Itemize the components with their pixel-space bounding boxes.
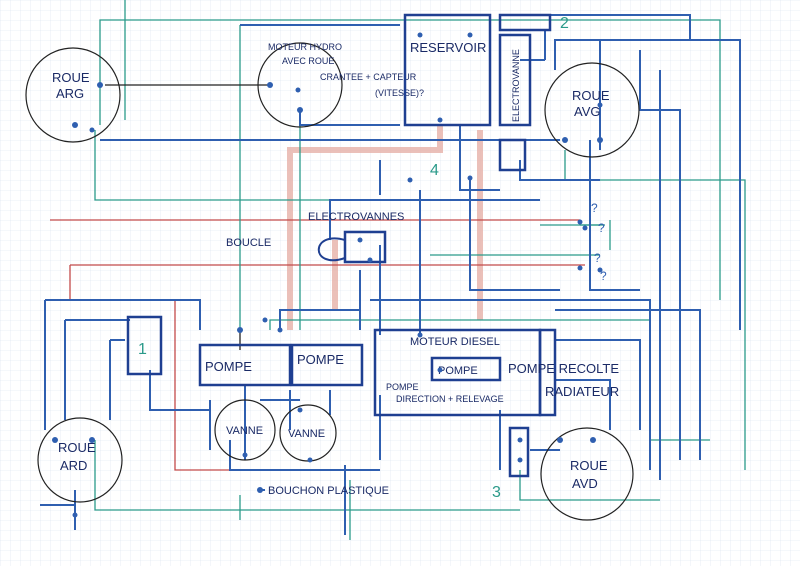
diesel-engine-label: MOTEUR DIESEL	[410, 336, 500, 348]
radiator-label: RADIATEUR	[545, 384, 619, 399]
wheel-front-right: ROUE AVD	[540, 427, 634, 521]
hydraulic-motor: MOTEUR HYDRO AVEC ROUE CRANTEE + CAPTEUR…	[257, 42, 424, 128]
wheel-rear-right-label-2: ARD	[60, 458, 87, 473]
steering-pump-label-2: DIRECTION + RELEVAGE	[396, 394, 504, 404]
wheel-rear-left-label-2: ARG	[56, 86, 84, 101]
hydraulic-motor-circle	[257, 42, 343, 128]
wheel-front-left: ROUE AVG	[544, 62, 640, 158]
valve-1: VANNE	[214, 399, 276, 461]
valve-1-circle	[214, 399, 276, 461]
question-mark-3: ?	[594, 251, 601, 265]
pump-1-box	[198, 343, 292, 387]
number-1: 1	[138, 341, 147, 358]
electrovannes-block: ELECTROVANNES BOUCLE	[226, 211, 404, 264]
wheel-front-left-label-1: ROUE	[572, 88, 610, 103]
wheel-rear-right-circle	[37, 417, 123, 503]
pump-1-label: POMPE	[205, 359, 252, 374]
valve-1-label: VANNE	[226, 425, 263, 437]
wheel-front-right-circle	[540, 427, 634, 521]
wheel-rear-left: ROUE ARG	[25, 47, 121, 143]
hydraulic-motor-label-1: MOTEUR HYDRO	[268, 42, 342, 52]
hydraulic-motor-label-3: CRANTEE + CAPTEUR	[320, 72, 417, 82]
valve-2-label: VANNE	[288, 428, 325, 440]
wheel-front-left-circle	[544, 62, 640, 158]
wheel-rear-right: ROUE ARD	[37, 417, 123, 503]
electrovannes-label: ELECTROVANNES	[308, 211, 404, 223]
loop-label: BOUCLE	[226, 237, 271, 249]
pump-1: POMPE	[198, 343, 292, 387]
number-3: 3	[492, 484, 501, 501]
small-valve-box	[498, 138, 527, 172]
wheel-front-right-label-2: AVD	[572, 476, 598, 491]
teal-wiring	[94, 0, 746, 540]
return-line	[287, 125, 483, 330]
plastic-plug-label: BOUCHON PLASTIQUE	[268, 485, 389, 497]
pump-2-box	[290, 343, 364, 387]
steering-pump-label-1: POMPE	[386, 382, 419, 392]
number-4: 4	[430, 162, 439, 179]
question-mark-1: ?	[591, 201, 598, 215]
question-mark-2: ?	[598, 221, 605, 235]
number-2: 2	[560, 15, 569, 32]
component-1-box	[126, 315, 163, 376]
radiator-box	[538, 328, 557, 417]
question-mark-4: ?	[600, 269, 607, 283]
blue-wiring	[40, 14, 741, 535]
connector-2-box	[498, 13, 552, 32]
pump-2-label: POMPE	[297, 352, 344, 367]
reservoir: RESERVOIR	[403, 13, 492, 127]
electrovanne-top-box	[498, 33, 532, 127]
reservoir-box	[403, 13, 492, 127]
hydraulic-motor-label-4: (VITESSE)?	[375, 88, 424, 98]
wheel-rear-left-label-1: ROUE	[52, 70, 90, 85]
pump-3-box	[430, 356, 502, 382]
pump-3-label: POMPE	[438, 365, 478, 377]
pump-2: POMPE	[290, 343, 364, 387]
electrovannes-box	[343, 230, 387, 264]
loop-path	[317, 237, 346, 262]
wheel-rear-right-label-1: ROUE	[58, 440, 96, 455]
harvest-pump-label: POMPE RECOLTE	[508, 361, 619, 376]
junction-dots	[52, 32, 603, 518]
component-3-box	[508, 426, 530, 478]
black-wiring	[105, 84, 270, 350]
wheel-front-right-label-1: ROUE	[570, 458, 608, 473]
electrovanne-top-label: ELECTROVANNE	[511, 49, 521, 122]
wheel-rear-left-circle	[25, 47, 121, 143]
wheel-front-left-label-2: AVG	[574, 104, 601, 119]
reservoir-label: RESERVOIR	[410, 40, 486, 55]
electrovanne-top: ELECTROVANNE	[498, 33, 532, 127]
hydraulic-motor-label-2: AVEC ROUE	[282, 56, 334, 66]
